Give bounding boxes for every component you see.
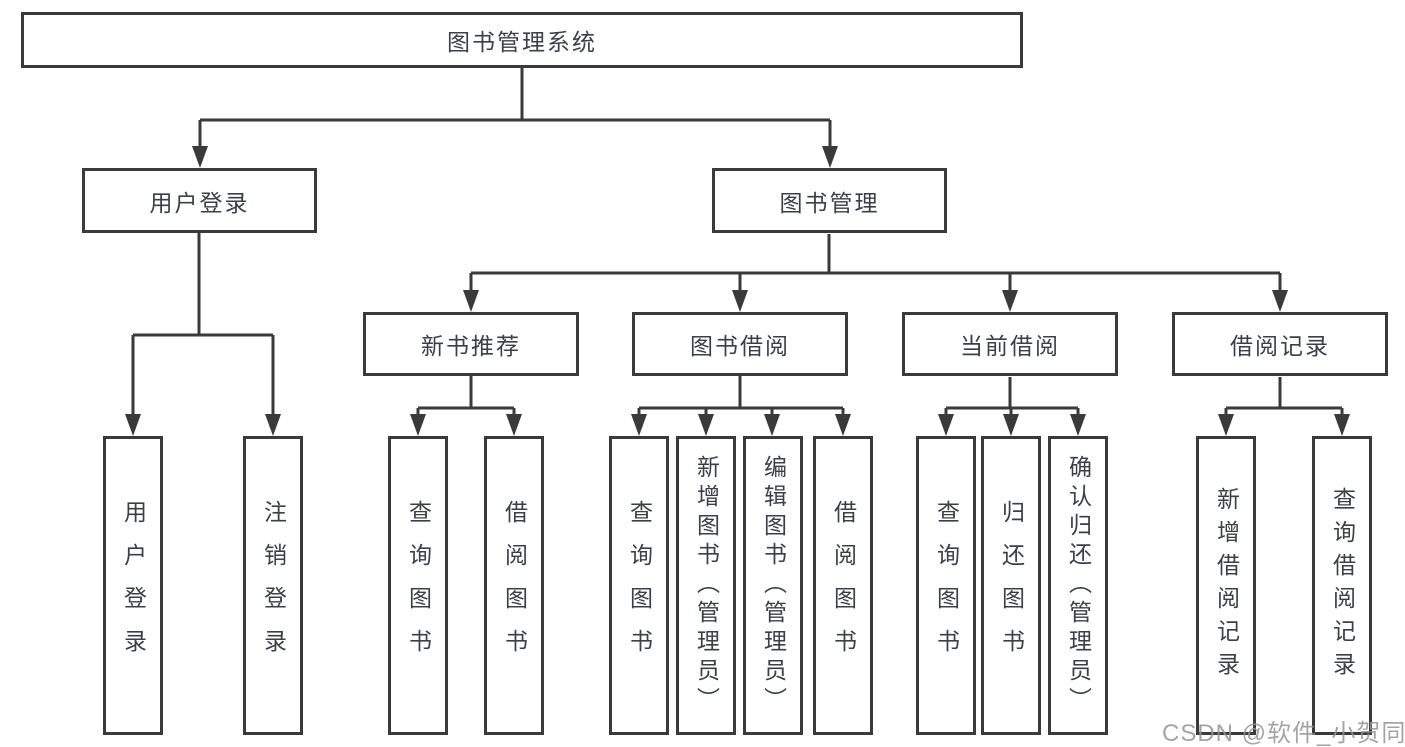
leaf-current-confirm-return-label: 确认归还（管理员） bbox=[1065, 455, 1092, 716]
leaf-current-confirm-return: 确认归还（管理员） bbox=[1048, 436, 1108, 735]
leaf-borrow-edit-book: 编辑图书（管理员） bbox=[743, 436, 803, 735]
leaf-recommend-borrow-book: 借阅图书 bbox=[484, 436, 544, 735]
leaf-record-add-record: 新增借阅记录 bbox=[1196, 436, 1256, 735]
leaf-logout: 注销登录 bbox=[243, 436, 303, 735]
node-new-book-recommend: 新书推荐 bbox=[363, 312, 579, 376]
leaf-record-query-record: 查询借阅记录 bbox=[1312, 436, 1372, 735]
leaf-logout-label: 注销登录 bbox=[260, 499, 287, 672]
leaf-borrow-borrow-book-label: 借阅图书 bbox=[830, 499, 857, 672]
leaf-borrow-borrow-book: 借阅图书 bbox=[813, 436, 873, 735]
leaf-recommend-query-book: 查询图书 bbox=[388, 436, 448, 735]
leaf-borrow-edit-book-label: 编辑图书（管理员） bbox=[760, 455, 787, 716]
leaf-borrow-add-book-label: 新增图书（管理员） bbox=[693, 455, 720, 716]
node-book-borrow: 图书借阅 bbox=[632, 312, 848, 376]
leaf-record-add-record-label: 新增借阅记录 bbox=[1213, 486, 1240, 685]
leaf-user-login: 用户登录 bbox=[103, 436, 163, 735]
leaf-borrow-query-book-label: 查询图书 bbox=[626, 499, 653, 672]
leaf-user-login-label: 用户登录 bbox=[120, 499, 147, 672]
leaf-recommend-query-book-label: 查询图书 bbox=[405, 499, 432, 672]
leaf-borrow-add-book: 新增图书（管理员） bbox=[676, 436, 736, 735]
leaf-current-return-book: 归还图书 bbox=[981, 436, 1041, 735]
arrowheads bbox=[125, 146, 1350, 436]
leaf-record-query-record-label: 查询借阅记录 bbox=[1329, 486, 1356, 685]
node-current-borrow: 当前借阅 bbox=[902, 312, 1118, 376]
node-root: 图书管理系统 bbox=[21, 12, 1023, 68]
leaf-current-query-book: 查询图书 bbox=[916, 436, 976, 735]
node-borrow-record: 借阅记录 bbox=[1172, 312, 1388, 376]
leaf-current-query-book-label: 查询图书 bbox=[933, 499, 960, 672]
leaf-recommend-borrow-book-label: 借阅图书 bbox=[501, 499, 528, 672]
node-book-management: 图书管理 bbox=[712, 168, 947, 233]
leaf-current-return-book-label: 归还图书 bbox=[998, 499, 1025, 672]
csdn-watermark: CSDN @软件_小贺同学 bbox=[1162, 720, 1405, 747]
leaf-borrow-query-book: 查询图书 bbox=[609, 436, 669, 735]
node-user-login: 用户登录 bbox=[82, 168, 317, 233]
